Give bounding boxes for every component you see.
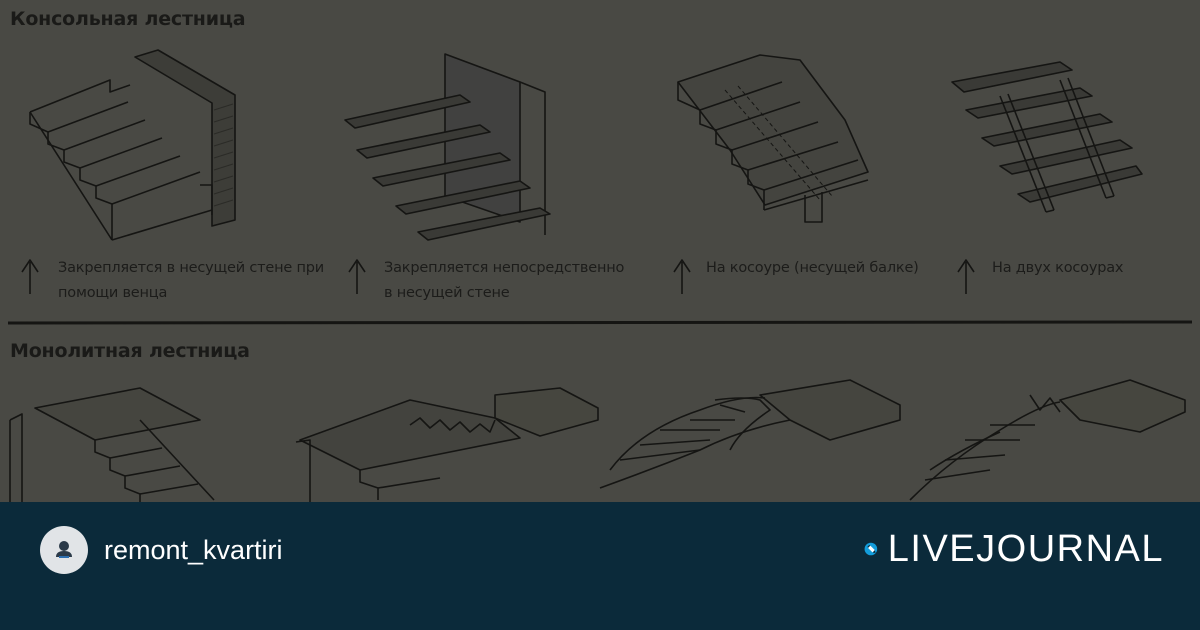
caption-in-wall: Закрепляется непосредственно в несущей с… (384, 260, 625, 301)
caption-two-stringers: На двух косоурах (992, 260, 1124, 276)
username-link[interactable]: remont_kvartiri (104, 535, 283, 565)
stair-illustration-stringer (677, 54, 869, 223)
caption-wall-band: Закрепляется в несущей стене при помощи … (58, 260, 324, 301)
stair-illustration-monolithic-spiral (599, 379, 901, 489)
stair-illustration-wall-band (29, 49, 236, 241)
stair-illustration-monolithic-landing (295, 387, 599, 502)
footer-bar (0, 502, 1200, 630)
diagram-image: Консольная лестница Монолитная лестница … (7, 8, 1193, 502)
user-silhouette-icon (56, 541, 72, 558)
arrow-up-icon (21, 259, 39, 294)
section-title-monolithic: Монолитная лестница (10, 340, 250, 362)
livejournal-wordmark: LIVEJOURNAL (887, 528, 1164, 570)
caption-stringer: На косоуре (несущей балке) (706, 260, 919, 276)
livejournal-logo[interactable]: LIVEJOURNAL (864, 523, 1164, 575)
stair-illustration-two-stringers (951, 61, 1143, 213)
stair-illustration-monolithic-helical (909, 379, 1186, 501)
arrow-up-icon (673, 259, 691, 294)
stair-illustration-monolithic-straight (9, 387, 215, 502)
section-title-cantilever: Консольная лестница (10, 8, 246, 30)
avatar[interactable] (40, 526, 88, 574)
staircase-illustrations (7, 49, 1193, 502)
arrow-up-icon (957, 259, 975, 294)
livejournal-pencil-icon (864, 542, 878, 556)
section-divider (7, 320, 1193, 325)
stair-illustration-cantilever (344, 53, 551, 241)
arrow-up-icon (348, 259, 366, 294)
